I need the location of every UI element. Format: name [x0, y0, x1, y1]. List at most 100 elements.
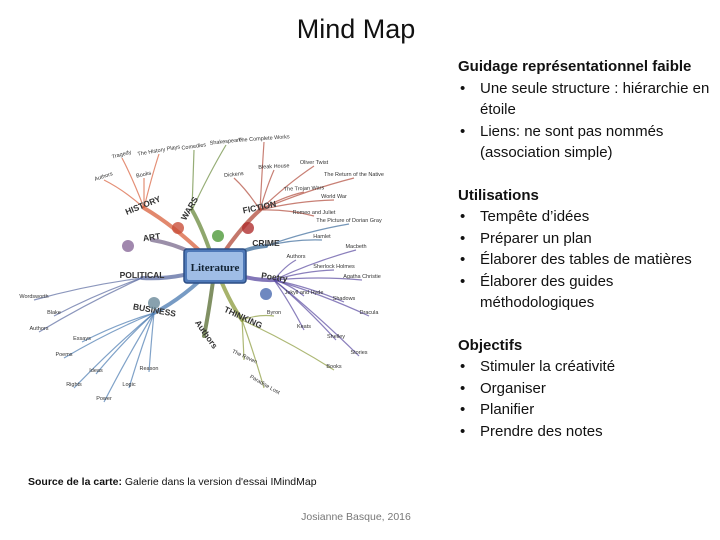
bullet-item: Liens: ne sont pas nommés (association s…	[458, 121, 714, 164]
section-guidage: Guidage représentationnel faible Une seu…	[458, 56, 714, 164]
leaf-link	[241, 319, 265, 389]
leaf-label: Comedies	[181, 142, 207, 151]
leaf-label: Wordsworth	[19, 294, 48, 300]
leaf-link	[273, 279, 337, 341]
leaf-link	[259, 141, 265, 211]
leaf-link	[33, 277, 143, 301]
leaf-label: Poems	[55, 352, 72, 358]
leaf-link	[241, 319, 335, 371]
leaf-link	[103, 179, 145, 209]
leaf-link	[273, 249, 357, 281]
leaf-label: Romeo and Juliet	[293, 210, 336, 216]
section-title: Guidage représentationnel faible	[458, 58, 692, 75]
leaf-label: Authors	[287, 254, 306, 260]
leaf-label: Authors	[94, 171, 114, 183]
leaf-label: Bleak House	[258, 163, 289, 171]
branch-pictogram	[260, 288, 272, 300]
footer-author: Josianne Basque, 2016	[301, 511, 411, 523]
leaf-link	[81, 312, 155, 343]
leaf-link	[265, 223, 350, 247]
leaf-label: The Picture of Dorian Gray	[316, 218, 382, 224]
leaf-link	[38, 277, 143, 333]
leaf-link	[259, 177, 355, 211]
leaf-link	[191, 149, 195, 211]
source-label: Source de la carte:	[28, 476, 122, 488]
leaf-link	[103, 312, 155, 403]
leaf-link	[121, 157, 145, 209]
leaf-link	[148, 312, 155, 373]
bullet-item: Élaborer des tables de matières	[458, 249, 714, 271]
leaf-label: Reason	[140, 366, 159, 372]
leaf-link	[241, 314, 275, 321]
leaf-label: The Return of the Native	[324, 172, 384, 178]
leaf-link	[273, 279, 305, 331]
leaf-label: Essays	[73, 336, 91, 342]
leaf-link	[259, 165, 315, 211]
leaf-link	[73, 312, 155, 389]
leaf-link	[128, 312, 155, 389]
branch-label: ART	[142, 231, 161, 243]
bullet-item: Organiser	[458, 378, 714, 400]
leaf-label: Agatha Christie	[343, 274, 381, 280]
leaf-label: Keats	[297, 324, 311, 330]
leaf-label: The Raven	[231, 349, 258, 366]
leaf-label: Authors	[30, 326, 49, 332]
bullet-list: Stimuler la créativité Organiser Planifi…	[458, 356, 714, 442]
branch-label: HISTORY	[124, 193, 163, 216]
branch-pictogram	[172, 222, 184, 234]
section-title: Utilisations	[458, 186, 539, 204]
leaf-label: Books	[136, 170, 152, 179]
bullet-item: Planifier	[458, 399, 714, 421]
branch-pictogram	[122, 240, 134, 252]
bullet-item: Tempête d’idées	[458, 206, 714, 228]
leaf-label: Dickens	[224, 171, 244, 179]
central-node: Literature	[183, 248, 247, 284]
section-title: Objectifs	[458, 336, 523, 354]
leaf-label: The Complete Works	[238, 134, 290, 144]
leaf-label: World War	[321, 194, 347, 200]
leaf-link	[273, 279, 360, 357]
leaf-link	[233, 177, 261, 211]
map-source-caption: Source de la carte: Galerie dans la vers…	[28, 476, 317, 488]
leaf-label: Ideas	[89, 368, 103, 374]
bullet-item: Élaborer des guides méthodologiques	[458, 271, 714, 314]
branch-pictogram	[148, 297, 160, 309]
leaf-link	[273, 277, 363, 281]
leaf-label: Power	[96, 396, 112, 402]
leaf-label: Hamlet	[313, 234, 331, 240]
leaf-link	[259, 199, 335, 211]
leaf-label: Rights	[66, 382, 82, 388]
leaf-link	[273, 279, 370, 317]
leaf-label: Oliver Twist	[300, 160, 329, 166]
leaf-label: Stories	[350, 350, 367, 356]
source-text: Galerie dans la version d'essai IMindMap	[121, 476, 317, 488]
leaf-link	[273, 259, 297, 281]
branch-pictogram	[212, 230, 224, 242]
leaf-link	[191, 144, 227, 211]
leaf-label: Jekyll and Hyde	[285, 290, 324, 296]
leaf-link	[265, 239, 323, 247]
leaf-label: Logic	[122, 382, 135, 388]
leaf-label: Macbeth	[345, 244, 366, 250]
leaf-link	[63, 312, 155, 359]
bullet-item: Une seule structure : hiérarchie en étoi…	[458, 78, 714, 121]
leaf-label: Tragedy	[111, 149, 132, 160]
leaf-label: Sherlock Holmes	[313, 264, 355, 270]
branch-label: POLITICAL	[120, 270, 165, 280]
bullet-item: Prendre des notes	[458, 421, 714, 443]
bullet-list: Une seule structure : hiérarchie en étoi…	[458, 78, 714, 164]
leaf-label: Dracula	[360, 310, 380, 316]
branch-label: THINKING	[223, 304, 265, 331]
leaf-link	[259, 169, 275, 211]
central-node-label: Literature	[191, 262, 240, 274]
section-utilisations: Utilisations Tempête d’idées Préparer un…	[458, 185, 714, 314]
leaf-label: Blake	[47, 310, 61, 316]
leaf-label: Byron	[267, 310, 281, 316]
leaf-label: Shelley	[327, 334, 345, 340]
bullet-item: Préparer un plan	[458, 228, 714, 250]
bullet-list: Tempête d’idées Préparer un plan Élabore…	[458, 206, 714, 314]
right-text-column: Guidage représentationnel faible Une seu…	[458, 56, 714, 463]
leaf-link	[259, 209, 315, 217]
leaf-label: Shadows	[333, 296, 356, 302]
